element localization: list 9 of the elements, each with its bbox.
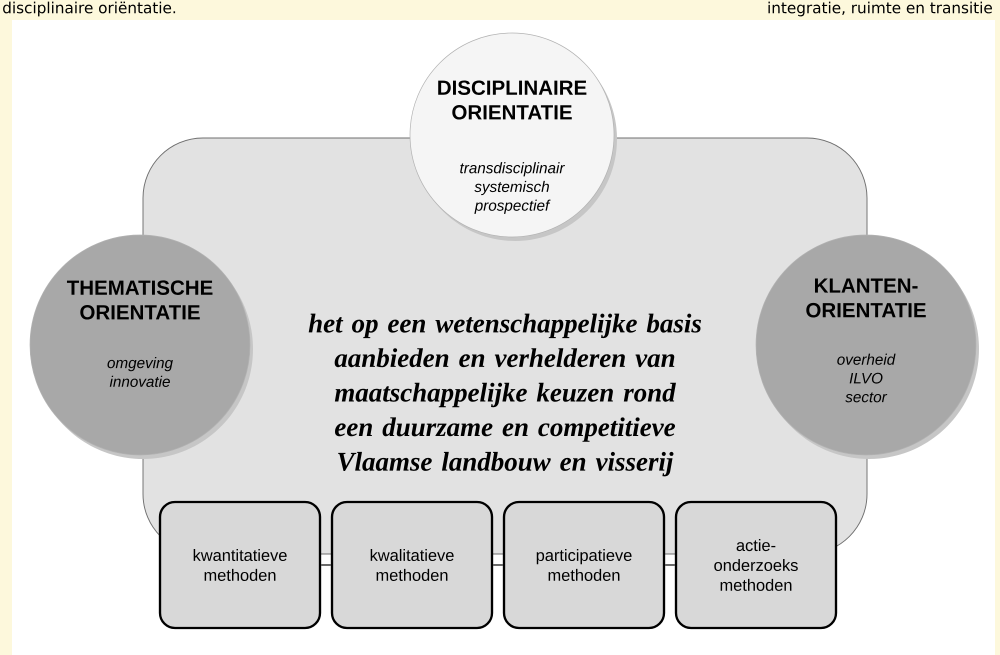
connector-line [321, 564, 331, 566]
connector-line [665, 564, 675, 566]
method-box: actie- onderzoeks methoden [674, 500, 838, 630]
method-box: participatieve methoden [502, 500, 666, 630]
running-text: integratie, ruimte en transitie [768, 2, 992, 16]
method-box: kwantitatieve methoden [158, 500, 322, 630]
connector-line [493, 564, 503, 566]
running-text: disciplinaire oriëntatie. [3, 2, 176, 16]
method-box: kwalitatieve methoden [330, 500, 494, 630]
